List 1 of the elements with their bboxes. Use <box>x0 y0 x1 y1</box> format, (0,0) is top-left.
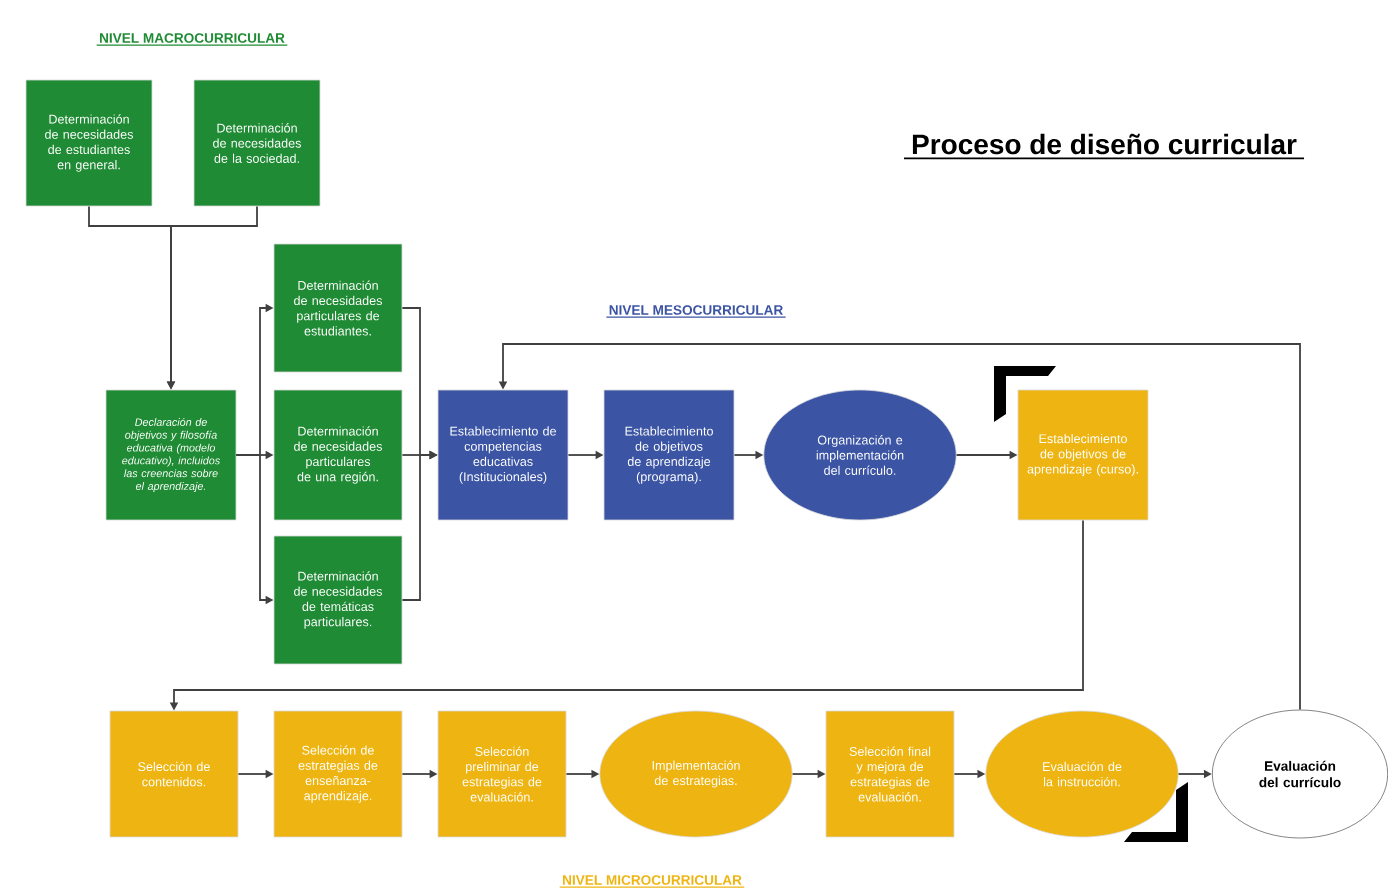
title: Proceso de diseño curricular <box>912 133 1297 155</box>
